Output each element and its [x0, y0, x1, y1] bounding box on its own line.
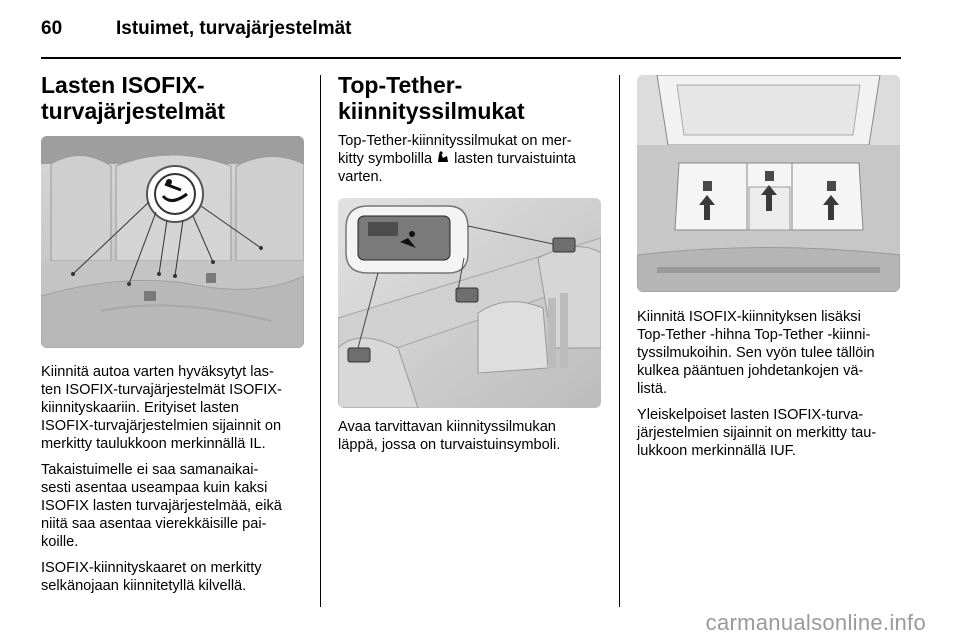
- rear-seat-isofix-illustration: [41, 136, 304, 348]
- paragraph: Kiinnitä ISOFIX-kiinnityksen lisäksi Top…: [637, 309, 875, 397]
- column-divider: [320, 75, 321, 607]
- paragraph: Yleiskelpoiset lasten ISOFIX-turva- järj…: [637, 407, 877, 459]
- header-divider: [41, 57, 901, 59]
- column-isofix: Lasten ISOFIX- turvajärjestelmät: [41, 72, 304, 603]
- paragraph: Avaa tarvittavan kiinnityssilmukan läppä…: [338, 419, 561, 453]
- page-number: 60: [41, 18, 63, 39]
- section-heading-isofix: Lasten ISOFIX- turvajärjestelmät: [41, 72, 226, 124]
- paragraph-text: Top-Tether-kiinnityssilmukat on mer- kit…: [338, 133, 572, 167]
- rear-seat-drawing: [41, 136, 304, 348]
- section-heading-top-tether: Top-Tether- kiinnityssilmukat: [338, 72, 525, 124]
- trunk-anchor-illustration: [637, 75, 900, 292]
- paragraph: Top-Tether-kiinnityssilmukat on mer- kit…: [338, 132, 601, 186]
- watermark: carmanualsonline.info: [705, 610, 926, 635]
- child-seat-symbol-icon: [438, 151, 449, 162]
- page-header: 60 Istuimet, turvajärjestelmät: [41, 18, 901, 48]
- column-divider: [619, 75, 620, 607]
- column-top-tether: Top-Tether- kiinnityssilmukat Top-Tether…: [338, 72, 601, 462]
- paragraph-text: lasten turvaistuinta varten.: [338, 151, 576, 185]
- page-title: Istuimet, turvajärjestelmät: [116, 18, 352, 39]
- trunk-drawing: [637, 75, 900, 292]
- top-tether-anchor-illustration: [338, 198, 601, 408]
- paragraph: Kiinnitä autoa varten hyväksytyt las- te…: [41, 364, 282, 452]
- headrest-drawing: [338, 198, 601, 408]
- column-top-tether-usage: Kiinnitä ISOFIX-kiinnityksen lisäksi Top…: [637, 72, 901, 468]
- paragraph: Takaistuimelle ei saa samanaikai- sesti …: [41, 462, 282, 550]
- paragraph: ISOFIX-kiinnityskaaret on merkitty selkä…: [41, 560, 262, 594]
